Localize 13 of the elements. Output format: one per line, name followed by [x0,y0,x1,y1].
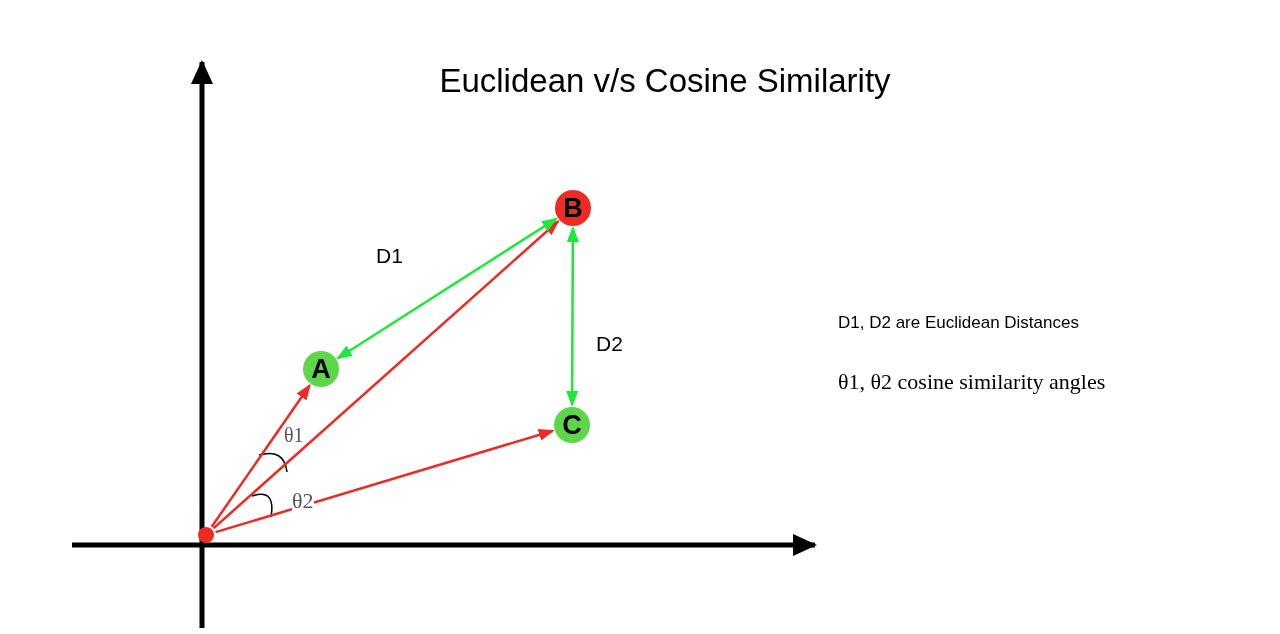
arrow [210,383,311,528]
diagram-title: Euclidean v/s Cosine Similarity [438,62,892,100]
edge-label: D1 [376,244,403,268]
note-text: D1, D2 are Euclidean Distances [838,314,1079,332]
point-circle: A [303,351,339,387]
point-circle: B [555,190,591,226]
arrow [215,429,555,534]
origin-point [198,527,214,543]
arrow [212,219,560,530]
edge-label: D2 [596,332,623,356]
arrow [566,226,579,407]
point-circle: C [554,407,590,443]
arrow [336,217,558,360]
